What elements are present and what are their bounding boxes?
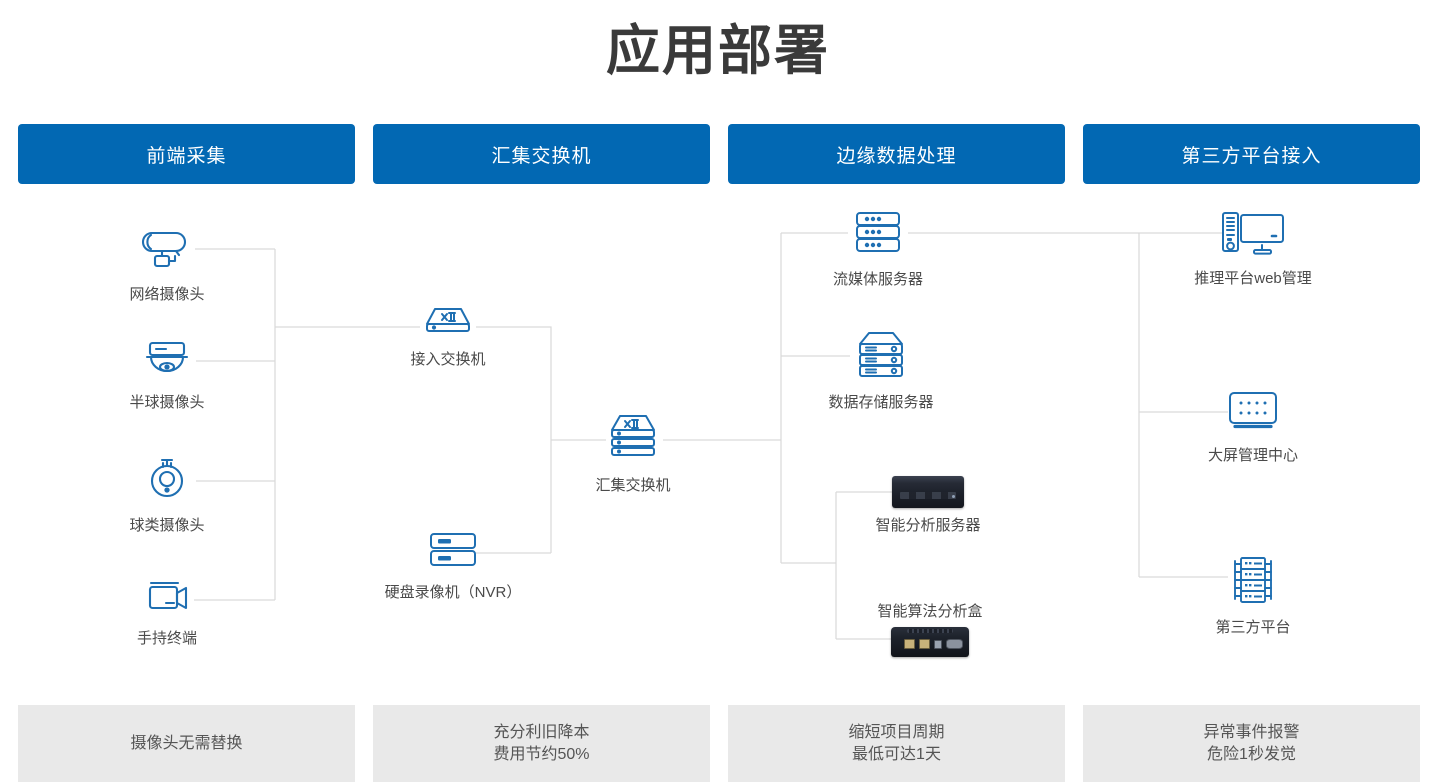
footer-line: 最低可达1天 <box>852 745 941 763</box>
footer-line: 费用节约50% <box>493 745 590 763</box>
node-streaming-server[interactable]: 流媒体服务器 <box>793 209 963 289</box>
footer-line: 缩短项目周期 <box>848 723 945 741</box>
footer-benefit-aggregation-switch: 充分利旧降本 费用节约50% <box>373 705 710 782</box>
bullet-camera-icon <box>138 224 196 277</box>
footer-benefit-front-end-capture: 摄像头无需替换 <box>18 705 355 782</box>
ptz-camera-icon <box>138 455 196 508</box>
footer-line: 危险1秒发觉 <box>1207 745 1296 763</box>
footer-line: 摄像头无需替换 <box>130 734 243 752</box>
node-label: 数据存储服务器 <box>828 394 934 411</box>
node-label: 手持终端 <box>136 630 197 647</box>
aggregation-switch-icon <box>603 413 663 468</box>
node-label: 汇集交换机 <box>595 477 671 494</box>
node-handheld-terminal[interactable]: 手持终端 <box>82 578 252 648</box>
video-wall-icon <box>1222 389 1284 438</box>
node-label: 球类摄像头 <box>129 517 205 534</box>
nvr-icon <box>423 530 483 575</box>
column-header-aggregation-switch[interactable]: 汇集交换机 <box>373 124 710 184</box>
algorithm-box-photo <box>891 627 969 657</box>
footer-benefit-third-party-platform: 异常事件报警 危险1秒发觉 <box>1083 705 1420 782</box>
node-dome-camera[interactable]: 半球摄像头 <box>82 338 252 412</box>
column-header-third-party-platform-access[interactable]: 第三方平台接入 <box>1083 124 1420 184</box>
node-aggregation-switch[interactable]: 汇集交换机 <box>548 413 718 495</box>
node-label: 推理平台web管理 <box>1194 270 1312 287</box>
node-nvr[interactable]: 硬盘录像机（NVR） <box>368 530 538 602</box>
node-data-storage-server[interactable]: 数据存储服务器 <box>796 330 966 412</box>
platform-rack-icon <box>1222 555 1284 610</box>
handheld-camcorder-icon <box>138 578 196 621</box>
analysis-server-photo <box>892 476 964 508</box>
desktop-pc-icon <box>1217 210 1289 261</box>
node-label: 智能算法分析盒 <box>877 603 983 620</box>
page-title: 应用部署 <box>606 21 830 81</box>
node-third-party-platform[interactable]: 第三方平台 <box>1168 555 1338 637</box>
footer-line: 异常事件报警 <box>1203 723 1300 741</box>
footer-line: 充分利旧降本 <box>493 723 590 741</box>
footer-benefit-edge-data-processing: 缩短项目周期 最低可达1天 <box>728 705 1065 782</box>
node-label: 网络摄像头 <box>129 286 205 303</box>
node-intelligent-analysis-server[interactable]: 智能分析服务器 <box>843 476 1013 535</box>
node-label: 流媒体服务器 <box>832 271 923 288</box>
storage-server-icon <box>851 330 911 385</box>
streaming-server-icon <box>848 209 908 262</box>
node-label: 半球摄像头 <box>129 394 205 411</box>
column-header-edge-data-processing[interactable]: 边缘数据处理 <box>728 124 1065 184</box>
node-large-screen-management-center[interactable]: 大屏管理中心 <box>1168 389 1338 465</box>
node-label: 硬盘录像机（NVR） <box>384 584 522 601</box>
node-inference-platform-web-management[interactable]: 推理平台web管理 <box>1168 210 1338 288</box>
node-ptz-camera[interactable]: 球类摄像头 <box>82 455 252 535</box>
access-switch-icon <box>418 303 478 342</box>
node-network-camera[interactable]: 网络摄像头 <box>82 224 252 304</box>
node-label: 大屏管理中心 <box>1207 447 1298 464</box>
node-access-switch[interactable]: 接入交换机 <box>363 303 533 369</box>
dome-camera-icon <box>138 338 196 385</box>
node-label: 第三方平台 <box>1215 619 1291 636</box>
node-algorithm-analysis-box[interactable]: 智能算法分析盒 <box>845 600 1015 657</box>
column-header-front-end-capture[interactable]: 前端采集 <box>18 124 355 184</box>
node-label: 智能分析服务器 <box>875 517 981 534</box>
node-label: 接入交换机 <box>410 351 486 368</box>
